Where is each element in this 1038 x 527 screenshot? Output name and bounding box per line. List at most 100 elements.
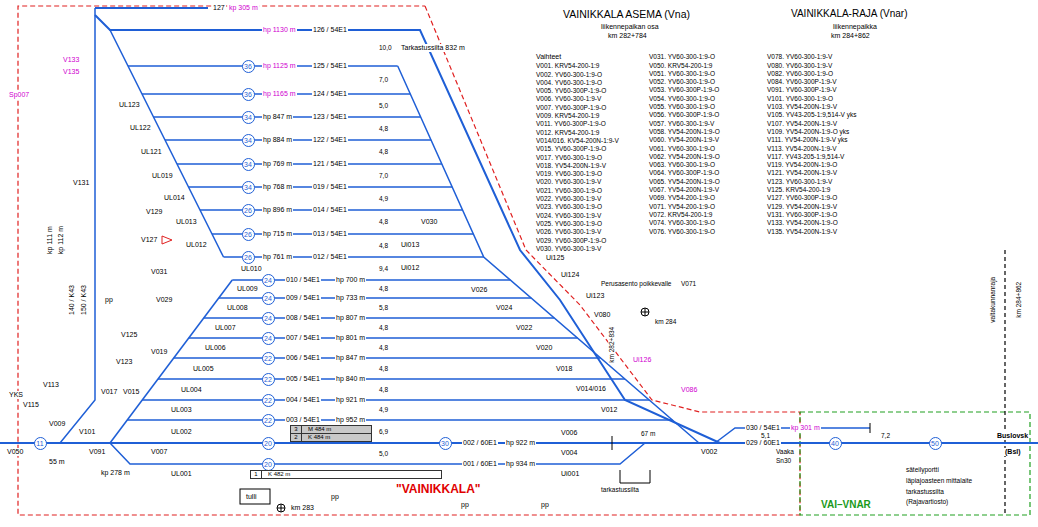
- diagram-label: V018. YV54-200N-1:9-V: [535, 162, 607, 169]
- diagram-label: 001 / 60E1: [462, 460, 498, 468]
- track-number: 26: [244, 231, 252, 238]
- diagram-label: V020: [535, 344, 553, 352]
- diagram-title: VAINIKKALA ASEMA (Vna): [562, 8, 691, 20]
- diagram-label: V052. YV60-300-1:9-O: [648, 78, 716, 85]
- track-number-circle: 22: [262, 373, 275, 386]
- diagram-label: Ui012: [400, 264, 420, 272]
- diagram-label: V078. YV60-300-1:9-V: [766, 53, 833, 60]
- diagram-label: 008 / 54E1: [285, 314, 321, 322]
- diagram-label: hp 840 m: [335, 375, 366, 383]
- diagram-label: UL013: [175, 218, 198, 226]
- diagram-label: V131: [72, 179, 90, 187]
- diagram-label: V071. YV54-200-1:9-O: [648, 203, 716, 210]
- diagram-label: V024. YV60-300-1:9-V: [535, 212, 602, 219]
- diagram-label: V050. KRV54-200-1:9: [648, 62, 713, 69]
- diagram-label: V061. YV60-300-1:9-O: [648, 145, 716, 152]
- track-number: 24: [264, 277, 272, 284]
- diagram-label: V133: [62, 56, 80, 64]
- diagram-label: kp 305 m: [228, 4, 259, 12]
- diagram-label: V067. YV54-200N-1:9-V: [648, 186, 720, 193]
- diagram-label: Sn30: [775, 457, 792, 464]
- track-number: 24: [264, 335, 272, 342]
- diagram-label: V113: [42, 381, 60, 389]
- diagram-label: V125: [120, 331, 138, 339]
- diagram-label: V031: [150, 268, 168, 276]
- track-number: 34: [244, 114, 252, 121]
- diagram-label: V063. YV60-300-1:9-O: [648, 161, 716, 168]
- state-border: [1004, 250, 1005, 515]
- diagram-label: V029: [155, 296, 173, 304]
- diagram-label: YKS: [8, 391, 24, 399]
- track-number: 11: [36, 440, 43, 447]
- diagram-label: hp 769 m: [262, 160, 293, 168]
- track-number: 22: [264, 376, 272, 383]
- diagram-label: UL004: [180, 386, 203, 394]
- diagram-label: V115: [22, 401, 40, 409]
- diagram-label: 009 / 54E1: [285, 294, 321, 302]
- diagram-label: V024: [495, 304, 513, 312]
- diagram-label: Ui124: [560, 271, 580, 279]
- diagram-label: V018: [555, 365, 573, 373]
- diagram-label: V055. YV60-300-1:9-O: [648, 103, 716, 110]
- diagram-label: 019 / 54E1: [312, 183, 348, 191]
- track-number: 34: [244, 161, 252, 168]
- diagram-label: 123 / 54E1: [312, 113, 348, 121]
- diagram-label: hp 1165 m: [262, 90, 297, 98]
- diagram-label: hp 847 m: [335, 354, 366, 362]
- diagram-label: V014/016: [575, 385, 607, 393]
- diagram-label: tarkastussilta: [600, 486, 640, 493]
- diagram-label: V011. YV60-300P-1:9-O: [535, 120, 607, 127]
- diagram-label: Tarkastussilta 832 m: [400, 44, 466, 52]
- track-number-circle: 34: [242, 181, 255, 194]
- track-number-circle: 30: [439, 437, 452, 450]
- track-number-circle: 24: [262, 274, 275, 287]
- diagram-label: V133. YV54-200N-1:9-O: [766, 219, 839, 226]
- diagram-label: hp 896 m: [262, 206, 293, 214]
- diagram-label: liikennepaikka: [832, 23, 878, 31]
- diagram-label: 67 m: [640, 430, 656, 437]
- left-ladder: [110, 30, 224, 257]
- diagram-label: Ui013: [400, 241, 420, 249]
- diagram-label: säteilyportti: [905, 466, 940, 473]
- track-number: 22: [264, 417, 272, 424]
- track-number-circle: 20: [262, 437, 275, 450]
- diagram-label: 6,9: [378, 428, 389, 435]
- diagram-label: V004: [560, 449, 578, 457]
- diagram-label: V026. YV60-300-1:9-V: [535, 228, 602, 235]
- diagram-label: 7,0: [378, 76, 389, 83]
- diagram-label: 010 / 54E1: [285, 276, 321, 284]
- diagram-label: V021. YV60-300-1:9-O: [535, 187, 603, 194]
- diagram-label: V019. YV60-300-1:9-O: [535, 170, 603, 177]
- diagram-label: 012 / 54E1: [312, 253, 348, 261]
- diagram-label: Sp007: [8, 91, 30, 99]
- diagram-label: V069. YV54-200-1:9-O: [648, 194, 716, 201]
- platform-number: 2: [291, 434, 302, 441]
- track-number: 34: [244, 137, 252, 144]
- diagram-label: UL008: [226, 304, 249, 312]
- diagram-label: V084. YV60-300P-1:9-V: [766, 78, 838, 85]
- diagram-label: V004. YV60-300-1:9-O: [535, 79, 603, 86]
- diagram-label: 4,9: [378, 406, 389, 413]
- diagram-label: km 283: [290, 504, 315, 512]
- diagram-label: V113. YV54-200N-1:9-V: [766, 145, 838, 152]
- diagram-label: V056. YV60-300P-1:9-O: [648, 111, 720, 118]
- track-number: 26: [244, 254, 252, 261]
- diagram-label: V057. YV60-300-1:9-V: [648, 120, 715, 127]
- diagram-label: V065. YV54-200N-1:9-O: [648, 178, 721, 185]
- diagram-label: liikennepaikan osa: [600, 23, 660, 31]
- platform-number: 3: [291, 426, 302, 433]
- platform-length: M 484 m: [302, 426, 331, 433]
- diagram-label: V129. YV54-200N-1:9-V: [766, 203, 838, 210]
- track-number-circle: 26: [242, 204, 255, 217]
- diagram-label: 007 / 54E1: [285, 334, 321, 342]
- diagram-label: V019: [150, 348, 168, 356]
- diagram-label: 4,8: [378, 324, 389, 331]
- diagram-label: (Rajavartiosto): [905, 498, 949, 505]
- diagram-label: V005. YV60-300P-1:9-O: [535, 87, 607, 94]
- track-number-circle: 26: [242, 228, 255, 241]
- track-number-circle: 22: [262, 394, 275, 407]
- diagram-label: V123: [115, 358, 133, 366]
- outer-track: [95, 15, 720, 443]
- diagram-label: hp 807 m: [335, 314, 366, 322]
- diagram-label: 7,2: [880, 432, 891, 439]
